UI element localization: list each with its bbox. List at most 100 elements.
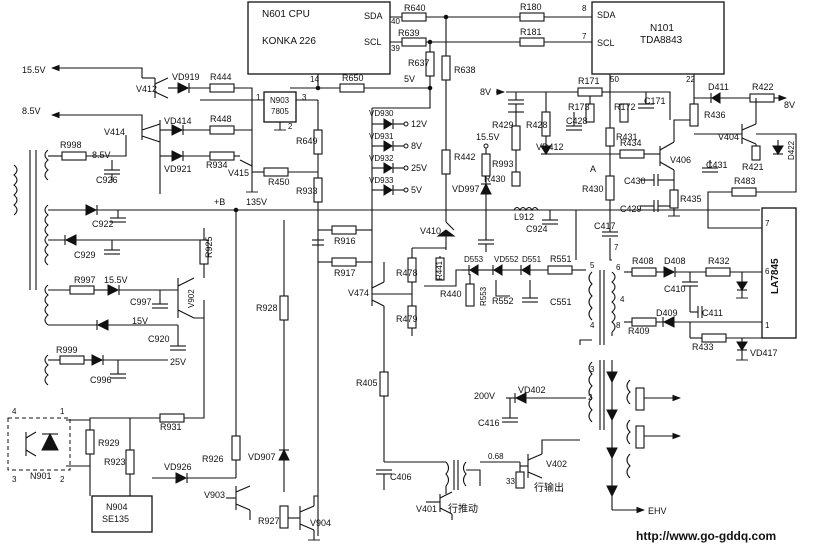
label-pin5: 5 — [590, 261, 595, 270]
label-pin4-left: 4 — [620, 295, 625, 304]
label-pin7: 7 — [614, 243, 619, 252]
label-R483: R483 — [734, 176, 756, 186]
opto-se135-section: 4 1 3 2 N901 R931 R929 N904 SE135 R923 V… — [7, 207, 331, 541]
label-R934: R934 — [206, 160, 228, 170]
v902-section: R997 15.5V C997 V902 15V C920 R999 25V — [44, 275, 205, 386]
label-pin3: 3 — [590, 365, 595, 374]
tda-scl-label: SCL — [597, 38, 615, 48]
label-V414: V414 — [104, 127, 125, 137]
label-R172: R172 — [614, 102, 636, 112]
label-R432: R432 — [708, 256, 730, 266]
label-C429: C429 — [620, 204, 642, 214]
label-8v-out: 8V — [784, 100, 795, 110]
label-R444: R444 — [210, 72, 232, 82]
label-R637: R637 — [408, 58, 430, 68]
label-C171: C171 — [644, 96, 666, 106]
label-C997: C997 — [130, 297, 152, 307]
label-VD932: VD932 — [369, 154, 394, 163]
label-V903: V903 — [204, 490, 225, 500]
label-R450: R450 — [268, 177, 290, 187]
label-R429: R429 — [492, 120, 514, 130]
label-R409: R409 — [628, 326, 650, 336]
label-R650: R650 — [342, 73, 364, 83]
i2c-bus: R640 R180 R639 R181 R637 R638 R442 — [390, 2, 592, 222]
label-C924: C924 — [526, 224, 548, 234]
label-R180: R180 — [520, 2, 542, 12]
label-R442: R442 — [454, 152, 476, 162]
la-pin1: 1 — [765, 321, 770, 330]
label-5v-bus: 5V — [404, 74, 415, 84]
l912-section: 15.5V R993 VD997 L912 C924 — [452, 132, 577, 260]
label-R649: R649 — [296, 136, 318, 146]
cpu-sda-label: SDA — [364, 11, 383, 21]
label-25v: 25V — [411, 163, 427, 173]
cpu-pin40: 40 — [391, 17, 400, 26]
label-R931: R931 — [160, 422, 182, 432]
label-25v-rail: 25V — [170, 357, 186, 367]
regulator-7805: N903 7805 1 2 3 — [200, 91, 318, 131]
label-R993: R993 — [492, 159, 514, 169]
label-R441: R441 — [435, 260, 444, 280]
label-R998: R998 — [60, 140, 82, 150]
label-R639: R639 — [398, 28, 420, 38]
label-R434: R434 — [620, 138, 642, 148]
la7845-section: LA7845 7 6 1 6 4 8 R408 D408 R432 C410 R… — [609, 207, 797, 361]
label-D411: D411 — [708, 82, 729, 92]
opto-pin4: 4 — [12, 407, 17, 416]
label-C996: C996 — [90, 375, 112, 385]
label-pin4: 4 — [590, 321, 595, 330]
label-C926: C926 — [96, 175, 118, 185]
left-transformer: R998 8.5V C926 C922 +B 135V C929 R925 — [13, 135, 760, 290]
v404-section: R436 D411 R422 8V V404 R421 D422 R483 — [689, 74, 797, 229]
r649-r933-column: R649 R933 R916 R917 — [296, 100, 372, 536]
label-VD997: VD997 — [452, 184, 480, 194]
label-plusb: +B — [214, 197, 225, 207]
opto-pin2: 2 — [60, 475, 65, 484]
label-VD414: VD414 — [164, 116, 192, 126]
label-15v5-right: 15.5V — [476, 132, 500, 142]
cpu-scl-label: SCL — [364, 37, 382, 47]
label-C417: C417 — [594, 221, 616, 231]
label-VD921: VD921 — [164, 164, 192, 174]
label-V404: V404 — [718, 132, 739, 142]
label-R553: R553 — [479, 286, 488, 306]
tda-pin22: 22 — [686, 75, 695, 84]
label-hout: 行输出 — [534, 481, 564, 494]
label-R408: R408 — [632, 256, 654, 266]
label-V415: V415 — [228, 168, 249, 178]
label-R928: R928 — [256, 303, 278, 313]
label-C416: C416 — [478, 418, 500, 428]
horizontal-drive-section: V474 R405 C406 V401 行推动 0.68 33 V402 — [348, 262, 580, 520]
label-15v5-v902: 15.5V — [104, 275, 128, 285]
label-15v5: 15.5V — [22, 65, 46, 75]
label-C431: C431 — [706, 160, 728, 170]
label-C551: C551 — [550, 297, 572, 307]
opto-pin3: 3 — [12, 475, 17, 484]
label-C922: C922 — [92, 219, 114, 229]
label-R181: R181 — [520, 27, 542, 37]
label-12v: 12V — [411, 119, 427, 129]
label-R997: R997 — [74, 275, 96, 285]
label-R433: R433 — [692, 342, 714, 352]
label-C406: C406 — [390, 472, 412, 482]
label-R440: R440 — [440, 289, 462, 299]
label-ehv: EHV — [648, 506, 667, 516]
label-pin6-left: 6 — [616, 263, 621, 272]
cpu-pin14: 14 — [310, 75, 319, 84]
label-L912: L912 — [514, 212, 534, 222]
label-VD402: VD402 — [518, 385, 546, 395]
reg-pin1: 1 — [256, 93, 261, 102]
label-8v: 8V — [411, 141, 422, 151]
label-a: A — [590, 164, 596, 174]
label-C428: C428 — [566, 116, 588, 126]
vd93x-outputs: VD930 12V VD931 8V VD932 25V VD933 5V — [369, 108, 427, 290]
tda-ref: N101 — [650, 23, 674, 34]
label-VD552: VD552 — [494, 255, 519, 264]
label-V401: V401 — [416, 504, 437, 514]
v410-section: V410 R478 R479 R441 R440 — [396, 221, 462, 336]
label-VD930: VD930 — [369, 109, 394, 118]
label-8v5-rail: 8.5V — [92, 150, 111, 160]
label-C430: C430 — [624, 176, 646, 186]
label-R435: R435 — [680, 194, 702, 204]
